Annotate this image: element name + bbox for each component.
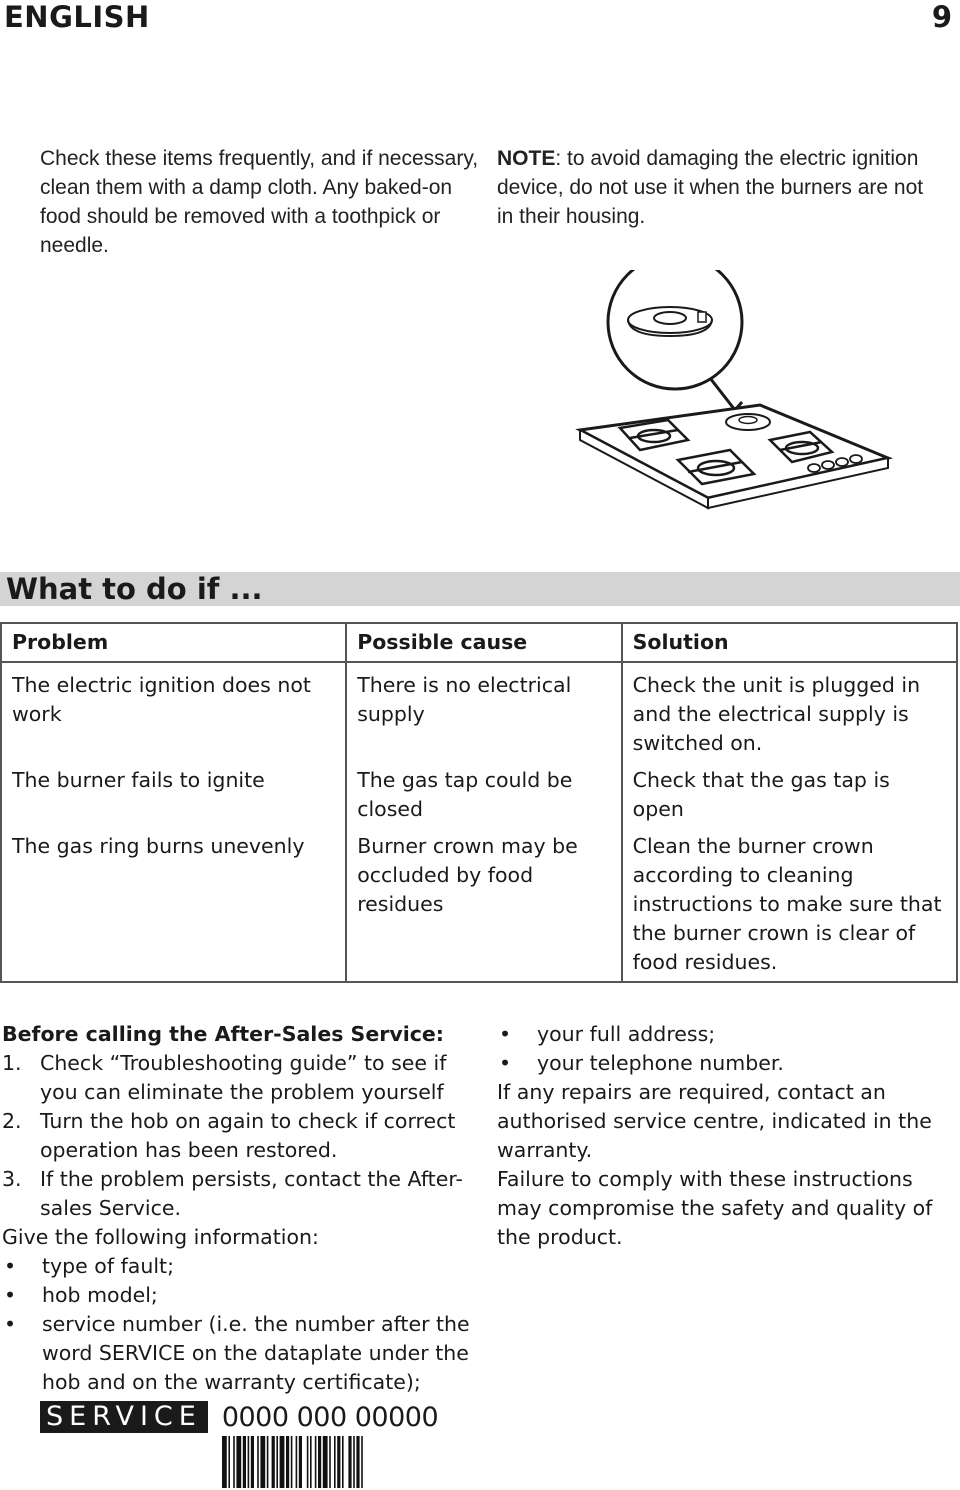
give-info-text: Give the following information:	[2, 1225, 319, 1249]
service-label: SERVICE	[40, 1401, 208, 1433]
barcode-bar	[236, 1436, 242, 1488]
section-band	[0, 572, 960, 606]
barcode-bar	[295, 1436, 298, 1488]
section-title: What to do if ...	[6, 572, 263, 606]
step-number: 2.	[2, 1109, 22, 1133]
barcode-bar	[348, 1436, 352, 1488]
step-number: 3.	[2, 1167, 22, 1191]
step-text: Check “Troubleshooting guide” to see if …	[40, 1051, 447, 1104]
barcode-bar	[250, 1436, 254, 1488]
barcode-bar	[329, 1436, 331, 1488]
step-number: 1.	[2, 1051, 22, 1075]
intro-note: NOTE: to avoid damaging the electric ign…	[497, 144, 927, 231]
cause-cell: There is no electrical supply	[345, 662, 623, 762]
list-item: 2. Turn the hob on again to check if corr…	[2, 1107, 472, 1165]
problem-cell: The electric ignition does not work	[0, 662, 348, 762]
barcode-bar	[260, 1436, 266, 1488]
service-number: 0000 000 00000	[221, 1401, 439, 1433]
bullet: •	[4, 1283, 17, 1307]
barcode-bar	[242, 1436, 246, 1488]
header-possible-cause: Possible cause	[345, 622, 623, 663]
after-sales-right-column: • your full address; • your telephone numb…	[497, 1020, 947, 1252]
failure-text: Failure to comply with these instruction…	[497, 1167, 933, 1249]
list-item: • service number (i.e. the number after t…	[2, 1310, 472, 1397]
hob-illustration	[575, 270, 893, 510]
info-text: your full address;	[537, 1022, 716, 1046]
barcode-bar	[247, 1436, 250, 1488]
cause-cell: The gas tap could be closed	[345, 762, 623, 828]
page-number: 9	[931, 0, 952, 34]
barcode-bar	[298, 1436, 302, 1488]
control-knobs	[807, 454, 863, 473]
repairs-text: If any repairs are required, contact an …	[497, 1080, 932, 1162]
info-text: type of fault;	[42, 1254, 174, 1278]
list-item: 1. Check “Troubleshooting guide” to see i…	[2, 1049, 472, 1107]
table-row: The burner fails to ignite The gas tap c…	[0, 762, 959, 828]
barcode-bar	[334, 1436, 336, 1488]
barcode-bar	[266, 1436, 269, 1488]
list-item: 3. If the problem persists, contact the A…	[2, 1165, 472, 1223]
cause-cell: Burner crown may be occluded by food res…	[345, 828, 623, 983]
barcode-bar	[271, 1436, 275, 1488]
pan-support-left	[617, 418, 691, 452]
note-label: NOTE	[497, 147, 556, 170]
service-label-row: SERVICE 0000 000 00000	[40, 1400, 439, 1434]
barcode-bar	[279, 1436, 285, 1488]
step-text: Turn the hob on again to check if correc…	[40, 1109, 456, 1162]
barcode-bar	[318, 1436, 322, 1488]
list-item: • your telephone number.	[497, 1049, 947, 1078]
intro-cleaning-text: Check these items frequently, and if nec…	[40, 147, 479, 257]
barcode-bar	[228, 1436, 230, 1488]
pan-support-right	[767, 430, 835, 464]
barcode-bar	[310, 1436, 312, 1488]
barcode-bar	[257, 1436, 259, 1488]
bullet: •	[4, 1254, 17, 1278]
solution-cell: Clean the burner crown according to clea…	[620, 828, 959, 983]
barcode-bar	[361, 1436, 363, 1488]
table-row: The gas ring burns unevenly Burner crown…	[0, 828, 959, 983]
barcode-bar	[233, 1436, 235, 1488]
list-item: • hob model;	[2, 1281, 472, 1310]
solution-cell: Check that the gas tap is open	[620, 762, 959, 828]
header-problem: Problem	[0, 622, 348, 663]
table-header-row: Problem Possible cause Solution	[0, 622, 959, 663]
barcode-bar	[356, 1436, 360, 1488]
bullet: •	[499, 1051, 512, 1075]
info-text: your telephone number.	[537, 1051, 784, 1075]
barcode-bar	[337, 1436, 341, 1488]
note-text: : to avoid damaging the electric ignitio…	[497, 147, 924, 228]
header-language: ENGLISH	[4, 0, 150, 34]
info-list-continued: • your full address; • your telephone numb…	[497, 1020, 947, 1078]
problem-cell: The gas ring burns unevenly	[0, 828, 348, 983]
list-item: • your full address;	[497, 1020, 947, 1049]
pan-support-front	[675, 448, 757, 486]
barcode-bar	[322, 1436, 328, 1488]
info-text: service number (i.e. the number after th…	[42, 1312, 470, 1394]
barcode-bar	[222, 1436, 227, 1488]
barcode-bar	[290, 1436, 293, 1488]
header-solution: Solution	[620, 622, 959, 663]
barcode-bar	[353, 1436, 355, 1488]
barcode-bar	[276, 1436, 278, 1488]
solution-cell: Check the unit is plugged in and the ele…	[620, 662, 959, 762]
step-text: If the problem persists, contact the Aft…	[40, 1167, 463, 1220]
barcode-bar	[314, 1436, 317, 1488]
barcode-bar	[286, 1436, 290, 1488]
table-row: The electric ignition does not work Ther…	[0, 662, 959, 762]
list-item: • type of fault;	[2, 1252, 472, 1281]
info-text: hob model;	[42, 1283, 158, 1307]
after-sales-steps: 1. Check “Troubleshooting guide” to see i…	[2, 1049, 472, 1223]
after-sales-heading: Before calling the After-Sales Service:	[2, 1022, 444, 1046]
barcode-bar	[306, 1436, 309, 1488]
barcode-graphic	[222, 1436, 363, 1488]
info-list: • type of fault; • hob model; • service num…	[2, 1252, 472, 1397]
bullet: •	[499, 1022, 512, 1046]
problem-cell: The burner fails to ignite	[0, 762, 348, 828]
after-sales-left-column: Before calling the After-Sales Service: …	[2, 1020, 472, 1397]
barcode-bar	[342, 1436, 344, 1488]
bullet: •	[4, 1312, 17, 1336]
troubleshooting-table: Problem Possible cause Solution The elec…	[0, 622, 959, 983]
